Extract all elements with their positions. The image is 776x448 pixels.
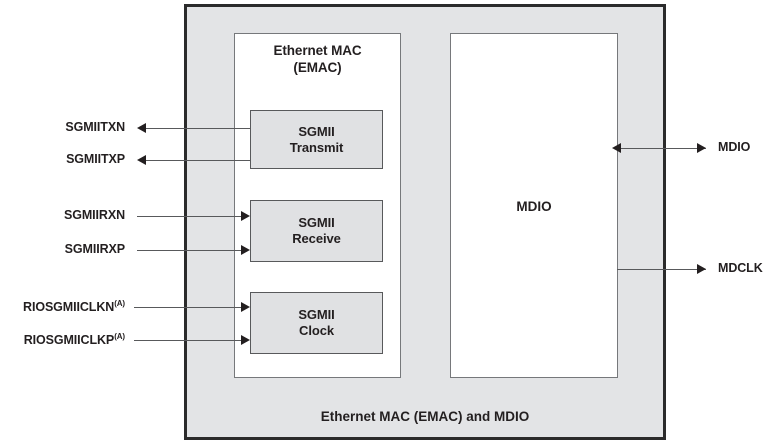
signal-label-riosgmiiclkn-text: RIOSGMIICLKN xyxy=(23,300,115,315)
signal-label-riosgmiiclkn-superscript: (A) xyxy=(114,299,125,308)
signal-label-mdio: MDIO xyxy=(718,140,751,154)
signal-label-sgmiirxn: SGMIIRXN xyxy=(63,208,125,222)
signal-label-sgmiitxp: SGMIITXP xyxy=(66,152,125,166)
sgmii-transmit-line1: SGMII xyxy=(298,123,335,139)
signal-line-riosgmiiclkn xyxy=(134,307,248,308)
mdio-block-label: MDIO xyxy=(516,199,552,214)
arrow-right-icon-sgmiirxp xyxy=(241,245,250,255)
sgmii-receive-line2: Receive xyxy=(292,231,341,246)
arrow-left-icon-mdio xyxy=(612,143,621,153)
sgmii-transmit-line2: Transmit xyxy=(289,139,344,155)
sgmii-clock-block: SGMII Clock xyxy=(250,292,383,354)
signal-label-mdclk: MDCLK xyxy=(718,261,763,275)
signal-label-riosgmiiclkp: RIOSGMIICLKP(A) xyxy=(0,332,125,347)
signal-label-sgmiitxn: SGMIITXN xyxy=(65,120,125,134)
mdio-block-box xyxy=(450,33,618,378)
signal-label-riosgmiiclkp-superscript: (A) xyxy=(114,332,125,341)
signal-line-sgmiirxn xyxy=(137,216,248,217)
signal-line-mdclk xyxy=(617,269,706,270)
diagram-caption: Ethernet MAC (EMAC) and MDIO xyxy=(320,409,530,424)
arrow-left-icon-sgmiitxp xyxy=(137,155,146,165)
signal-line-sgmiitxn xyxy=(146,128,250,129)
sgmii-transmit-block: SGMII Transmit xyxy=(250,110,383,169)
sgmii-clock-line2: Clock xyxy=(299,323,334,338)
sgmii-clock-line1: SGMII xyxy=(298,307,335,322)
signal-label-sgmiirxp: SGMIIRXP xyxy=(64,242,125,256)
signal-label-riosgmiiclkn: RIOSGMIICLKN(A) xyxy=(0,299,125,314)
sgmii-receive-block: SGMII Receive xyxy=(250,200,383,262)
sgmii-receive-line1: SGMII xyxy=(298,215,335,230)
arrow-right-icon-mdio xyxy=(697,143,706,153)
signal-label-riosgmiiclkp-text: RIOSGMIICLKP xyxy=(23,333,115,348)
emac-title-line2: (EMAC) xyxy=(293,60,342,75)
emac-group-title: Ethernet MAC (EMAC) xyxy=(234,42,401,76)
arrow-left-icon-sgmiitxn xyxy=(137,123,146,133)
arrow-right-icon-riosgmiiclkn xyxy=(241,302,250,312)
signal-line-sgmiirxp xyxy=(137,250,248,251)
signal-line-mdio xyxy=(621,148,706,149)
arrow-right-icon-riosgmiiclkp xyxy=(241,335,250,345)
signal-line-riosgmiiclkp xyxy=(134,340,248,341)
emac-title-line1: Ethernet MAC xyxy=(273,43,362,58)
signal-line-sgmiitxp xyxy=(146,160,250,161)
arrow-right-icon-sgmiirxn xyxy=(241,211,250,221)
arrow-right-icon-mdclk xyxy=(697,264,706,274)
